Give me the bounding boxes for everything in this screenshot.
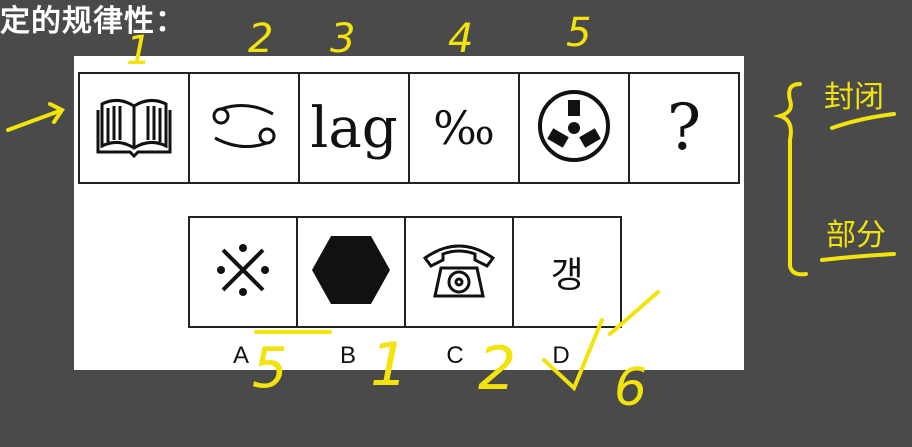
option-d[interactable]: 갱 <box>550 255 584 296</box>
telephone-icon <box>421 238 497 306</box>
option-b[interactable] <box>298 218 406 326</box>
annotation-number-2: 2 <box>248 16 274 62</box>
reference-mark-icon <box>213 240 273 304</box>
option-c-label: C <box>446 342 464 369</box>
annotation-number-4: 4 <box>448 16 474 62</box>
options-row: 갱 <box>188 216 622 328</box>
question-cell-1 <box>80 74 190 182</box>
arrow-mark <box>6 102 65 132</box>
open-book-icon <box>94 94 174 162</box>
hexagon-icon <box>310 234 392 310</box>
question-cell-3: lag <box>300 74 410 182</box>
option-c-mark: 2 <box>478 334 517 404</box>
annotation-number-1: 1 <box>126 28 152 74</box>
option-d-label: D <box>552 342 570 369</box>
option-a[interactable] <box>190 218 298 326</box>
radiation-symbol-icon <box>536 88 612 168</box>
underline-mark-2 <box>820 252 896 262</box>
question-heading: 定的规律性： <box>0 4 186 39</box>
question-cell-2 <box>190 74 300 182</box>
option-c[interactable] <box>406 218 514 326</box>
question-mark-cell: ? <box>666 91 702 165</box>
brace-mark <box>772 82 808 277</box>
question-cell-4: ‰ <box>410 74 520 182</box>
option-a-mark: 5 <box>252 336 288 401</box>
option-d-mark: 6 <box>614 358 648 418</box>
underline-mark-1 <box>830 112 896 130</box>
cancer-symbol-icon <box>207 102 281 154</box>
option-b-mark: 1 <box>370 330 409 400</box>
option-a-label: A <box>232 342 249 369</box>
side-note-partial: 部分 <box>826 218 886 253</box>
annotation-number-3: 3 <box>330 16 356 62</box>
option-b-label: B <box>339 342 356 369</box>
side-note-closed: 封闭 <box>824 80 884 115</box>
annotation-number-5: 5 <box>566 10 592 56</box>
question-row: lag ‰ ? <box>78 72 740 184</box>
puzzle-panel: lag ‰ ? <box>74 56 744 370</box>
question-cell-5 <box>520 74 630 182</box>
